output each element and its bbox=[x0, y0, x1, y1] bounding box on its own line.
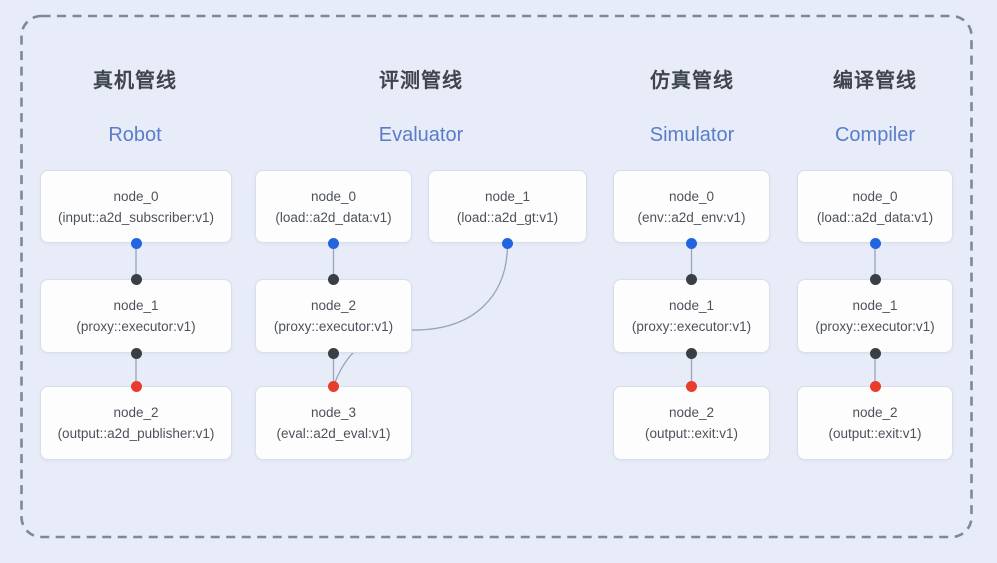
node-name-label: node_2 bbox=[668, 405, 715, 420]
node-name-label: node_0 bbox=[668, 188, 715, 204]
node-name-label: node_1 bbox=[484, 188, 531, 204]
pipeline-title-zh-simulator: 仿真管线 bbox=[650, 70, 734, 92]
node-type-label: (proxy::executor:v1) bbox=[815, 319, 935, 334]
node-card-robot-node-2[interactable]: node_2(output::a2d_publisher:v1) bbox=[40, 386, 232, 460]
pipeline-title-en-compiler: Compiler bbox=[834, 124, 916, 146]
dark-port-dot bbox=[130, 273, 142, 285]
blue-port-dot bbox=[502, 237, 513, 249]
dark-port-dot bbox=[869, 273, 881, 285]
node-card-evaluator-node-1[interactable]: node_1(load::a2d_gt:v1) bbox=[428, 170, 587, 243]
pipeline-title-en-evaluator: Evaluator bbox=[378, 124, 464, 146]
node-card-robot-node-0[interactable]: node_0(input::a2d_subscriber:v1) bbox=[40, 170, 232, 243]
node-name-label: node_2 bbox=[310, 298, 357, 313]
node-card-compiler-node-1[interactable]: node_1(proxy::executor:v1) bbox=[797, 279, 953, 353]
node-card-simulator-node-2[interactable]: node_2(output::exit:v1) bbox=[613, 386, 770, 460]
node-type-label: (proxy::executor:v1) bbox=[76, 319, 196, 334]
dark-port-dot bbox=[686, 347, 697, 359]
node-card-robot-node-1[interactable]: node_1(proxy::executor:v1) bbox=[40, 279, 232, 353]
node-card-simulator-node-1[interactable]: node_1(proxy::executor:v1) bbox=[613, 279, 770, 353]
node-type-label: (load::a2d_data:v1) bbox=[275, 209, 392, 225]
node-name-label: node_1 bbox=[852, 298, 898, 313]
node-type-label: (output::exit:v1) bbox=[828, 426, 922, 441]
node-type-label: (proxy::executor:v1) bbox=[631, 319, 752, 334]
node-name-label: node_0 bbox=[310, 188, 357, 204]
dark-port-dot bbox=[686, 273, 697, 285]
node-card-compiler-node-2[interactable]: node_2(output::exit:v1) bbox=[797, 386, 953, 460]
node-type-label: (output::a2d_publisher:v1) bbox=[57, 426, 215, 441]
dashed-frame-border bbox=[20, 14, 973, 539]
node-name-label: node_1 bbox=[668, 298, 715, 313]
pipeline-title-zh-compiler: 编译管线 bbox=[833, 70, 917, 92]
node-type-label: (load::a2d_gt:v1) bbox=[456, 209, 559, 225]
node-type-label: (env::a2d_env:v1) bbox=[637, 209, 746, 225]
node-card-evaluator-node-3[interactable]: node_3(eval::a2d_eval:v1) bbox=[255, 386, 412, 460]
node-type-label: (load::a2d_data:v1) bbox=[816, 209, 934, 225]
node-card-simulator-node-0[interactable]: node_0(env::a2d_env:v1) bbox=[613, 170, 770, 243]
node-type-label: (output::exit:v1) bbox=[644, 426, 739, 441]
node-type-label: (input::a2d_subscriber:v1) bbox=[57, 209, 215, 225]
pipeline-title-zh-evaluator: 评测管线 bbox=[379, 70, 463, 92]
red-port-dot bbox=[130, 380, 142, 392]
edge-evaluator-node-1-to-evaluator-node-3 bbox=[333, 243, 509, 386]
node-card-evaluator-node-2[interactable]: node_2(proxy::executor:v1) bbox=[255, 279, 412, 353]
node-type-label: (eval::a2d_eval:v1) bbox=[276, 426, 391, 441]
node-type-label: (proxy::executor:v1) bbox=[273, 319, 394, 334]
node-card-compiler-node-0[interactable]: node_0(load::a2d_data:v1) bbox=[797, 170, 953, 243]
blue-port-dot bbox=[686, 237, 697, 249]
node-name-label: node_2 bbox=[852, 405, 898, 420]
pipeline-title-zh-robot: 真机管线 bbox=[93, 70, 177, 92]
dark-port-dot bbox=[328, 273, 339, 285]
red-port-dot bbox=[869, 380, 881, 392]
pipeline-title-en-simulator: Simulator bbox=[649, 124, 735, 146]
dark-port-dot bbox=[130, 347, 142, 359]
node-name-label: node_0 bbox=[852, 188, 898, 204]
pipeline-title-en-robot: Robot bbox=[108, 124, 162, 146]
red-port-dot bbox=[328, 380, 339, 392]
blue-port-dot bbox=[328, 237, 339, 249]
node-name-label: node_3 bbox=[310, 405, 357, 420]
node-name-label: node_0 bbox=[113, 188, 159, 204]
node-card-evaluator-node-0[interactable]: node_0(load::a2d_data:v1) bbox=[255, 170, 412, 243]
node-name-label: node_1 bbox=[113, 298, 159, 313]
dark-port-dot bbox=[328, 347, 339, 359]
blue-port-dot bbox=[130, 237, 142, 249]
blue-port-dot bbox=[869, 237, 881, 249]
red-port-dot bbox=[686, 380, 697, 392]
node-name-label: node_2 bbox=[113, 405, 159, 420]
dark-port-dot bbox=[869, 347, 881, 359]
